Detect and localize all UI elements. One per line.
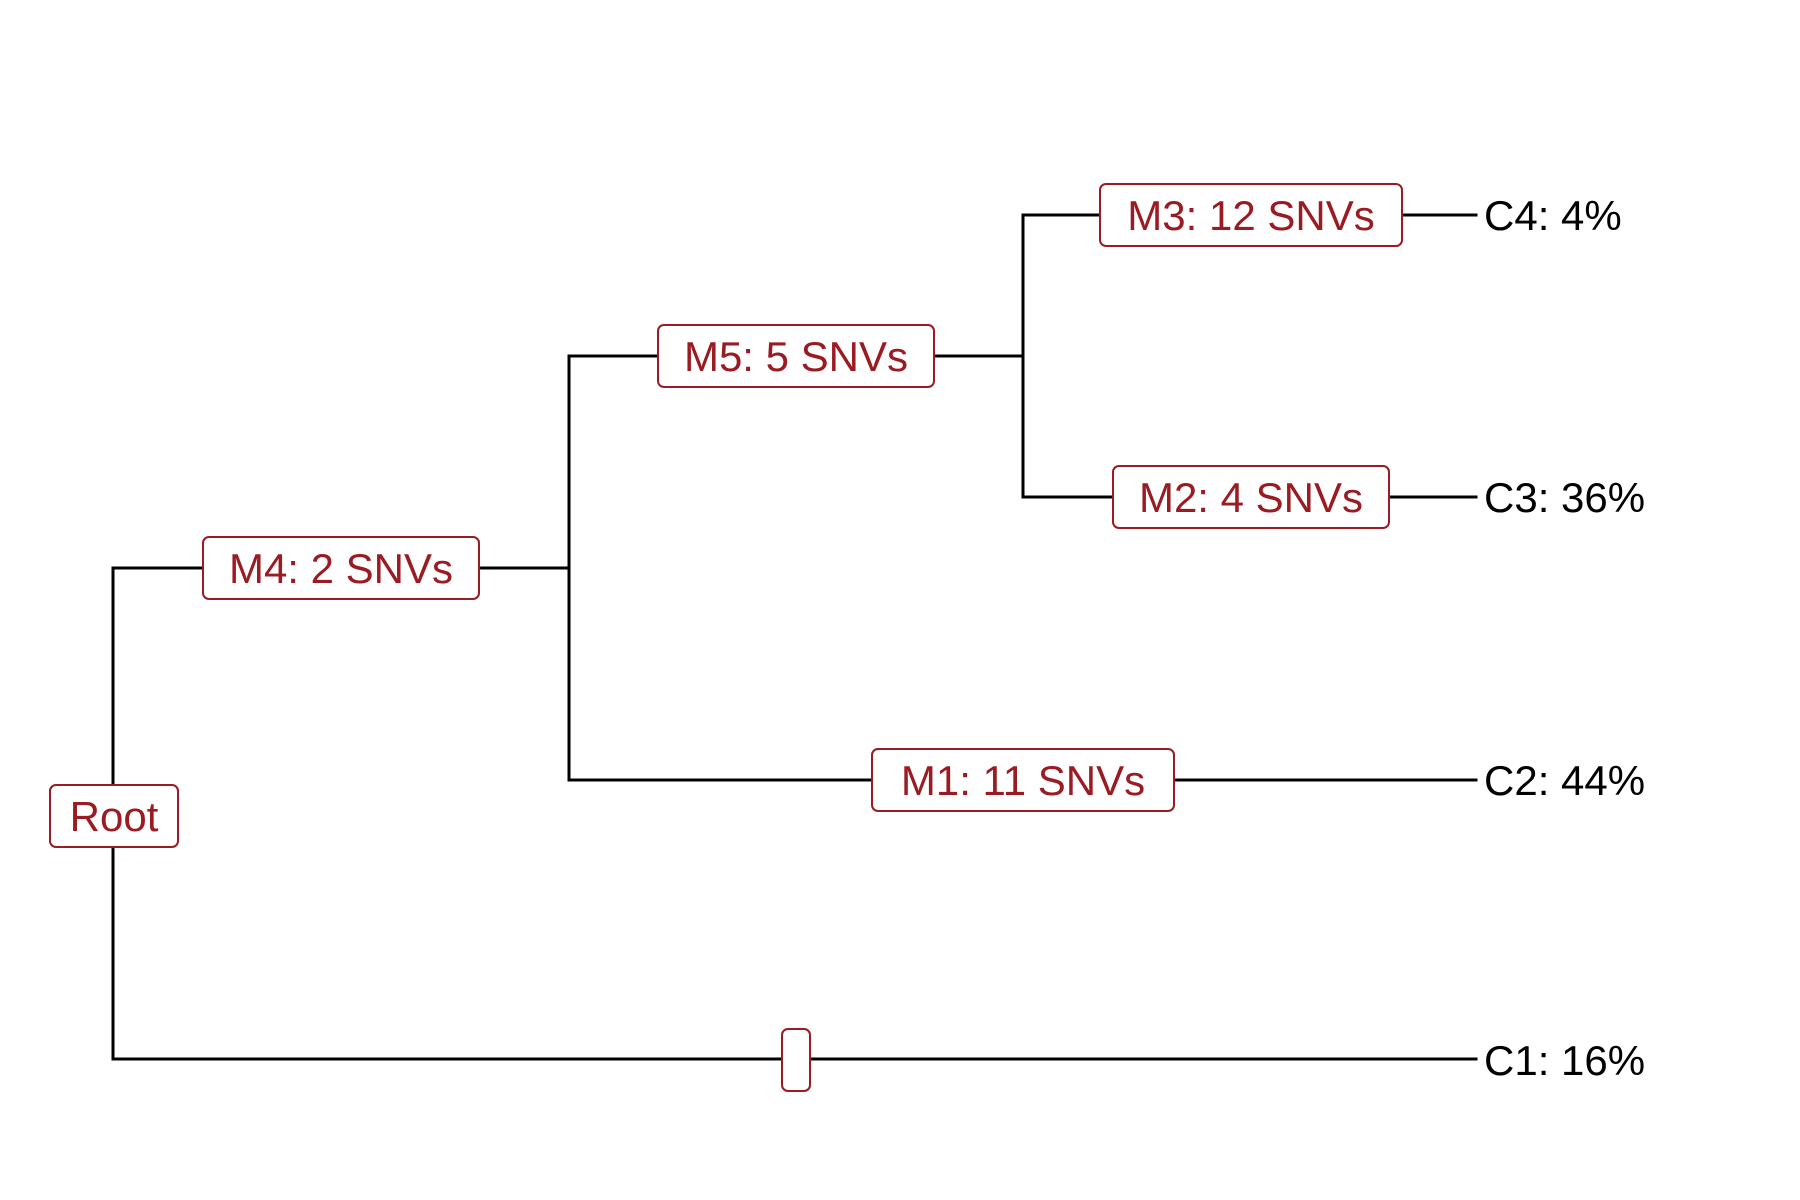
- clone-c3-label: C3: 36%: [1484, 474, 1645, 521]
- node-m5: M5: 5 SNVs: [657, 324, 935, 388]
- node-m2-label: M2: 4 SNVs: [1139, 474, 1363, 521]
- node-m1: M1: 11 SNVs: [871, 748, 1175, 812]
- node-m3-box: [1099, 183, 1403, 247]
- node-m5-box: [657, 324, 935, 388]
- mutation-nodes: Root M4: 2 SNVs M5: 5 SNVs M3: 12 SNVs M…: [49, 183, 1403, 1092]
- node-m1-box: [871, 748, 1175, 812]
- node-root-label: Root: [70, 793, 159, 840]
- node-c1-branch: [781, 1028, 811, 1092]
- clone-c4-label: C4: 4%: [1484, 192, 1622, 239]
- node-m2: M2: 4 SNVs: [1112, 465, 1390, 529]
- clone-labels: C4: 4% C3: 36% C2: 44% C1: 16%: [1484, 192, 1645, 1084]
- clone-c1-label: C1: 16%: [1484, 1037, 1645, 1084]
- node-m3: M3: 12 SNVs: [1099, 183, 1403, 247]
- node-m4: M4: 2 SNVs: [202, 536, 480, 600]
- node-m4-label: M4: 2 SNVs: [229, 545, 453, 592]
- node-root-box: [49, 784, 179, 848]
- clone-c2-label: C2: 44%: [1484, 757, 1645, 804]
- node-m4-box: [202, 536, 480, 600]
- node-m2-box: [1112, 465, 1390, 529]
- node-m5-label: M5: 5 SNVs: [684, 333, 908, 380]
- node-c1-branch-box: [781, 1028, 811, 1092]
- node-m3-label: M3: 12 SNVs: [1127, 192, 1374, 239]
- node-m1-label: M1: 11 SNVs: [901, 757, 1145, 804]
- node-root: Root: [49, 784, 179, 848]
